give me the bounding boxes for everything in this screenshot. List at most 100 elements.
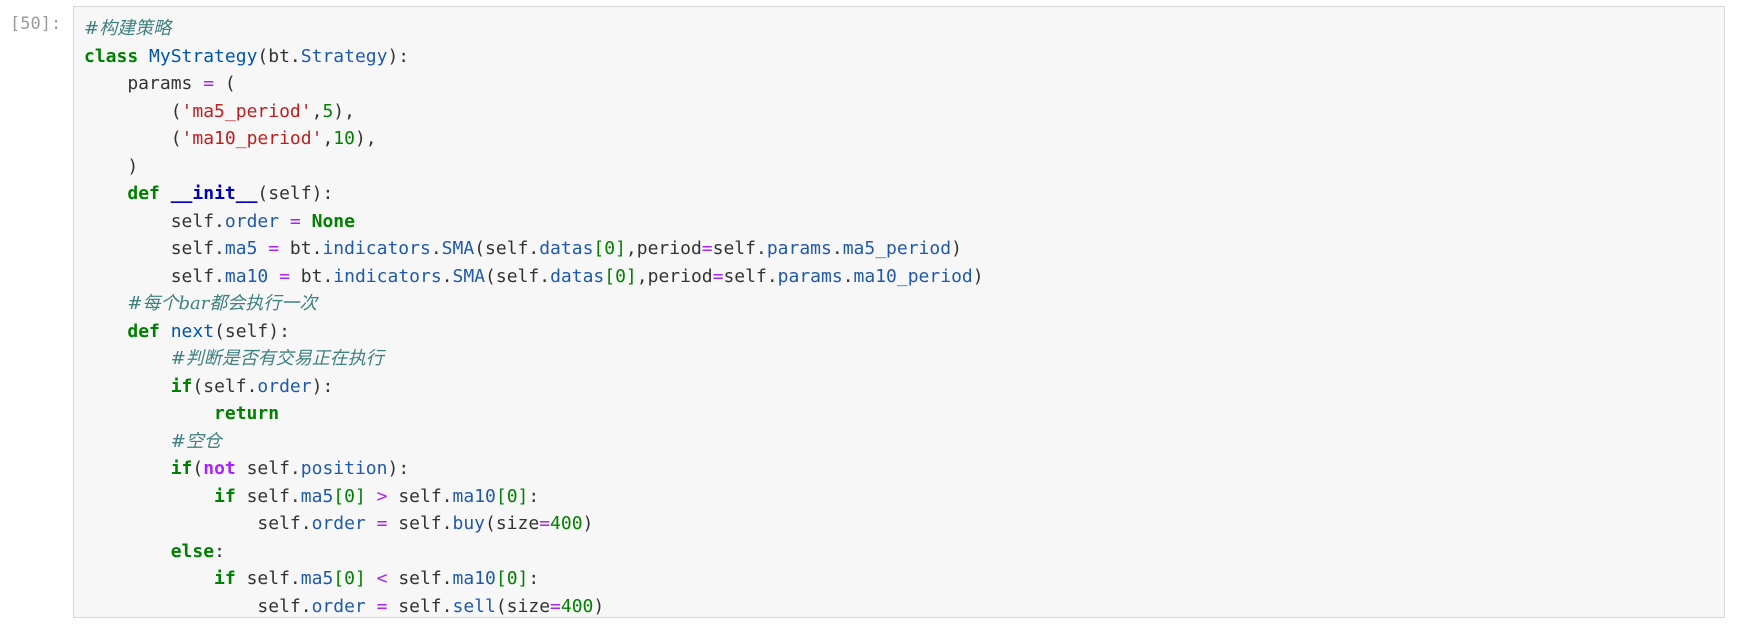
code-token: [0]	[495, 568, 529, 589]
code-token: (self.	[485, 265, 551, 287]
code-token: buy	[452, 513, 485, 534]
code-token	[84, 376, 171, 397]
code-token: (self.	[192, 375, 258, 397]
code-token	[257, 238, 268, 259]
code-token	[279, 211, 290, 232]
code-input-area[interactable]: #构建策略 class MyStrategy(bt.Strategy): para…	[73, 6, 1725, 618]
code-line: def __init__(self):	[84, 180, 984, 208]
code-line: #每个bar都会执行一次	[84, 290, 984, 318]
code-token: [0]	[593, 238, 626, 259]
code-token: order	[257, 375, 312, 397]
code-token: :	[528, 485, 540, 507]
code-token	[84, 321, 127, 342]
code-token: bt.	[279, 238, 323, 259]
code-token: self.	[387, 485, 453, 507]
code-token: params	[777, 265, 843, 287]
code-token: ),	[354, 128, 377, 149]
code-token: ma5	[224, 238, 258, 259]
code-token: =	[268, 238, 280, 259]
code-token: )	[972, 265, 984, 287]
code-token: ):	[387, 458, 410, 479]
code-token	[84, 403, 214, 424]
code-token	[160, 321, 171, 342]
code-token: ma5_period	[842, 238, 952, 259]
code-token: #判断是否有交易正在执行	[170, 348, 384, 369]
code-token: (size	[495, 595, 551, 617]
code-line: self.order = self.buy(size=400)	[84, 510, 984, 538]
code-token: params	[84, 73, 204, 94]
code-token: ):	[311, 375, 334, 397]
code-token: =	[539, 513, 551, 534]
code-token: ,	[311, 100, 323, 122]
code-token: #空仓	[170, 430, 222, 452]
code-token	[84, 431, 171, 452]
code-line: ('ma10_period',10),	[84, 125, 984, 153]
code-token	[366, 596, 377, 617]
code-token: self.	[723, 265, 778, 287]
code-token: datas	[539, 238, 594, 259]
code-line: class MyStrategy(bt.Strategy):	[84, 43, 984, 71]
code-token: =	[550, 595, 561, 617]
code-token: class	[84, 45, 139, 67]
code-token: ):	[387, 45, 410, 67]
code-token: )	[951, 238, 962, 259]
code-token: ma5	[300, 485, 334, 507]
code-token: =	[289, 210, 301, 232]
code-token: =	[203, 73, 215, 94]
code-token: #构建策略	[84, 18, 172, 39]
code-token: bt.	[289, 265, 334, 287]
code-token: =	[701, 238, 713, 259]
code-token	[84, 458, 171, 479]
code-token: [0]	[495, 485, 529, 507]
code-token: self.	[84, 513, 312, 534]
code-line: return	[84, 400, 984, 428]
code-token: Strategy	[300, 45, 388, 67]
code-token	[366, 486, 377, 507]
code-token: position	[300, 458, 388, 479]
code-token: [0]	[333, 568, 366, 589]
code-token: def	[127, 183, 160, 204]
code-token: self.	[84, 210, 225, 232]
code-token: self.	[84, 265, 225, 287]
code-token: order	[311, 513, 366, 534]
code-token: =	[376, 513, 388, 534]
code-token	[160, 183, 171, 204]
code-token: SMA	[452, 265, 486, 287]
code-token: self.	[235, 485, 301, 507]
code-line: self.ma5 = bt.indicators.SMA(self.datas[…	[84, 235, 984, 263]
code-token: self.	[387, 595, 453, 617]
code-token	[366, 513, 377, 534]
code-token: )	[84, 155, 139, 177]
code-line: if self.ma5[0] < self.ma10[0]:	[84, 565, 984, 593]
code-token: ma10	[452, 485, 496, 507]
code-token	[268, 266, 279, 287]
code-token: [0]	[604, 265, 637, 287]
code-token: if	[170, 375, 193, 397]
code-token: next	[170, 320, 215, 342]
code-token: .	[831, 238, 843, 259]
code-token: 10	[333, 128, 355, 149]
code-line: if(not self.position):	[84, 455, 984, 483]
code-token	[84, 568, 214, 589]
code-token	[84, 183, 127, 204]
code-token: >	[376, 485, 388, 507]
code-token	[84, 541, 171, 562]
code-token: [0]	[333, 485, 366, 507]
code-line: params = (	[84, 70, 984, 98]
code-token: ,	[322, 128, 334, 149]
code-token: (bt.	[257, 45, 301, 67]
code-editor[interactable]: #构建策略 class MyStrategy(bt.Strategy): para…	[84, 15, 984, 620]
code-token: <	[376, 568, 388, 589]
code-token: if	[214, 485, 236, 507]
code-token: ,period	[625, 238, 702, 259]
code-token: (self.	[474, 238, 540, 259]
code-token: params	[766, 238, 832, 259]
code-token: order	[224, 210, 280, 232]
code-token: ma10	[224, 265, 269, 287]
code-line: #构建策略	[84, 15, 984, 43]
code-line: if(self.order):	[84, 373, 984, 401]
code-token: (size	[485, 513, 540, 534]
code-token: None	[311, 210, 355, 232]
code-token: MyStrategy	[149, 45, 258, 67]
code-token: indicators	[322, 238, 431, 259]
